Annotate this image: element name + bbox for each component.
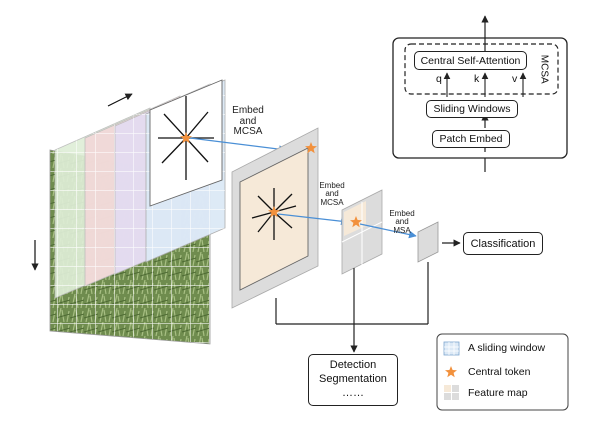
segmentation-label: Segmentation [319, 373, 387, 386]
q-label: q [436, 73, 442, 85]
classification-box: Classification [463, 232, 543, 255]
label-line: Embed [232, 105, 264, 116]
label-line: Embed [319, 181, 345, 190]
classification-label: Classification [470, 237, 536, 250]
detection-label: Detection [329, 359, 377, 372]
feature-map-stage-4 [417, 221, 439, 263]
embed-mcsa-arrow-1 [189, 137, 287, 153]
label-line: MCSA [320, 197, 344, 207]
sliding-windows-box: Sliding Windows [426, 100, 518, 118]
label-line: Embed [389, 209, 415, 218]
slide-right-arrow [107, 93, 133, 107]
legend [436, 333, 569, 411]
attention-lines [158, 96, 214, 180]
embed-msa-arrow [359, 223, 417, 239]
embed-msa-label: Embed and MSA [380, 209, 424, 235]
legend-central-token: Central token [468, 366, 531, 378]
patch-embed-box: Patch Embed [432, 130, 510, 148]
v-label: v [512, 73, 518, 85]
embed-mcsa-label-1: Embed and MCSA [226, 105, 270, 138]
mcsa-block [392, 15, 568, 172]
multi-scale-bracket [275, 262, 429, 353]
legend-sliding-window: A sliding window [468, 342, 546, 354]
label-line: and [239, 115, 257, 127]
legend-feature-map: Feature map [468, 387, 528, 399]
mcsa-vertical-label: MCSA [538, 54, 550, 84]
label-line: MCSA [233, 126, 263, 137]
central-self-attention-label: Central Self-Attention [420, 54, 521, 67]
feature-map-stage-2 [231, 127, 319, 309]
label-line: and [395, 217, 409, 227]
window-stack [54, 79, 226, 299]
k-label: k [474, 73, 480, 85]
central-self-attention-box: Central Self-Attention [414, 51, 527, 70]
feature-map-stage-3 [341, 189, 383, 275]
patch-embed-label: Patch Embed [439, 133, 503, 145]
detection-box: Detection Segmentation …… [308, 354, 398, 406]
sliding-windows-label: Sliding Windows [433, 103, 511, 115]
label-line: and [325, 189, 339, 199]
embed-mcsa-label-2: Embed and MCSA [310, 181, 354, 207]
ellipsis-label: …… [342, 386, 364, 399]
label-line: MSA [393, 225, 411, 235]
embed-mcsa-arrow-2 [277, 213, 349, 226]
